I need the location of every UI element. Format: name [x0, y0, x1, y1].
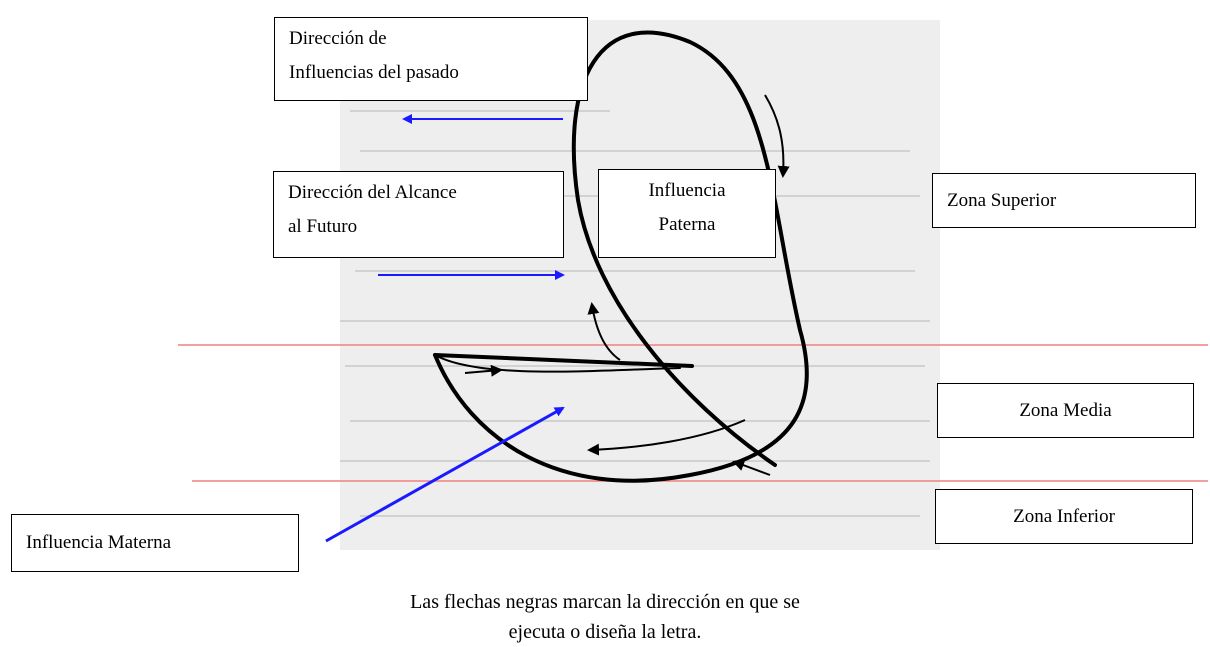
caption-line1: Las flechas negras marcan la dirección e… [410, 591, 800, 613]
past-influences-box: Dirección de Influencias del pasado [274, 17, 588, 101]
maternal-influence-label: Influencia Materna [26, 532, 172, 553]
letter-loop-stroke [433, 30, 809, 483]
blue-arrows [325, 114, 565, 543]
past-influences-line1: Dirección de [289, 28, 387, 49]
lower-zone-box: Zona Inferior [935, 489, 1193, 544]
maternal-influence-arrow [325, 406, 565, 543]
scanned-text-background [340, 20, 940, 550]
paternal-influence-line2: Paterna [658, 214, 716, 235]
future-reach-line2: al Futuro [288, 216, 358, 237]
paternal-influence-box: Influencia Paterna [598, 169, 776, 258]
lower-zone-label: Zona Inferior [1013, 505, 1115, 527]
paternal-influence-line1: Influencia [648, 180, 726, 201]
upper-zone-label: Zona Superior [947, 189, 1057, 211]
black-direction-arrows [464, 94, 790, 476]
caption: Las flechas negras marcan la dirección e… [0, 587, 1210, 647]
upper-zone-box: Zona Superior [932, 173, 1196, 228]
maternal-influence-box: Influencia Materna [11, 514, 299, 572]
future-reach-line1: Dirección del Alcance [288, 182, 457, 203]
middle-zone-box: Zona Media [937, 383, 1194, 438]
past-influences-line2: Influencias del pasado [289, 62, 459, 83]
middle-zone-label: Zona Media [1019, 399, 1112, 421]
caption-line2: ejecuta o diseña la letra. [508, 621, 702, 643]
future-reach-box: Dirección del Alcance al Futuro [273, 171, 564, 258]
